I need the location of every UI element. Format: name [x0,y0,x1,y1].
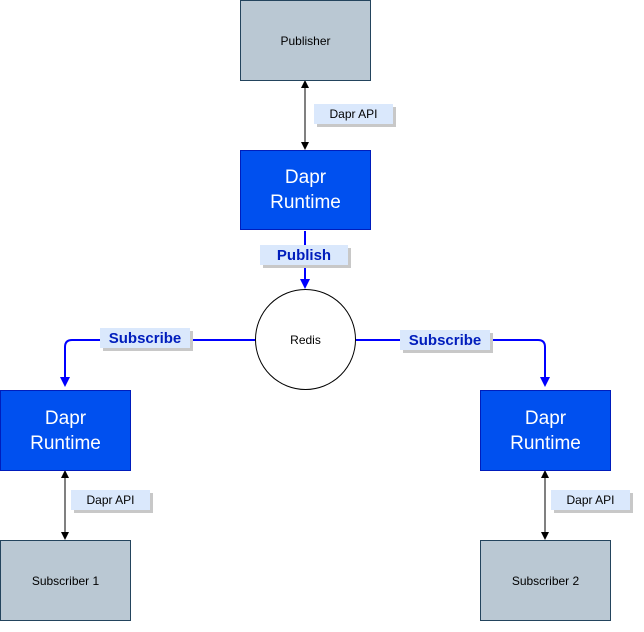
dapr-runtime-left-box: Dapr Runtime [0,390,131,471]
connector-subscribe-right [356,339,550,387]
subscriber1-box: Subscriber 1 [0,540,131,621]
subscribe-label-left: Subscribe [100,328,190,348]
dapr-api-label-left: Dapr API [71,490,150,510]
dapr-runtime-right-box: Dapr Runtime [480,390,611,471]
redis-label: Redis [290,332,321,347]
runtime-left-line2: Runtime [30,432,101,454]
publisher-label: Publisher [280,33,331,48]
subscriber2-box: Subscriber 2 [480,540,611,621]
dapr-api-label-right: Dapr API [551,490,630,510]
connector-subscribe-left [60,339,255,387]
publish-label: Publish [260,245,348,265]
runtime-top-line2: Runtime [270,192,341,213]
redis-node: Redis [255,289,356,390]
subscriber1-label: Subscriber 1 [31,573,100,588]
runtime-left-line1: Dapr [44,407,87,429]
subscribe-label-right: Subscribe [400,330,490,350]
subscriber2-label: Subscriber 2 [511,573,580,588]
dapr-api-label-top: Dapr API [314,104,393,124]
dapr-runtime-top-box: Dapr Runtime [240,150,371,230]
publisher-box: Publisher [240,0,371,81]
runtime-right-line1: Dapr [524,407,567,429]
runtime-top-line1: Dapr [284,167,327,188]
runtime-right-line2: Runtime [510,432,581,454]
